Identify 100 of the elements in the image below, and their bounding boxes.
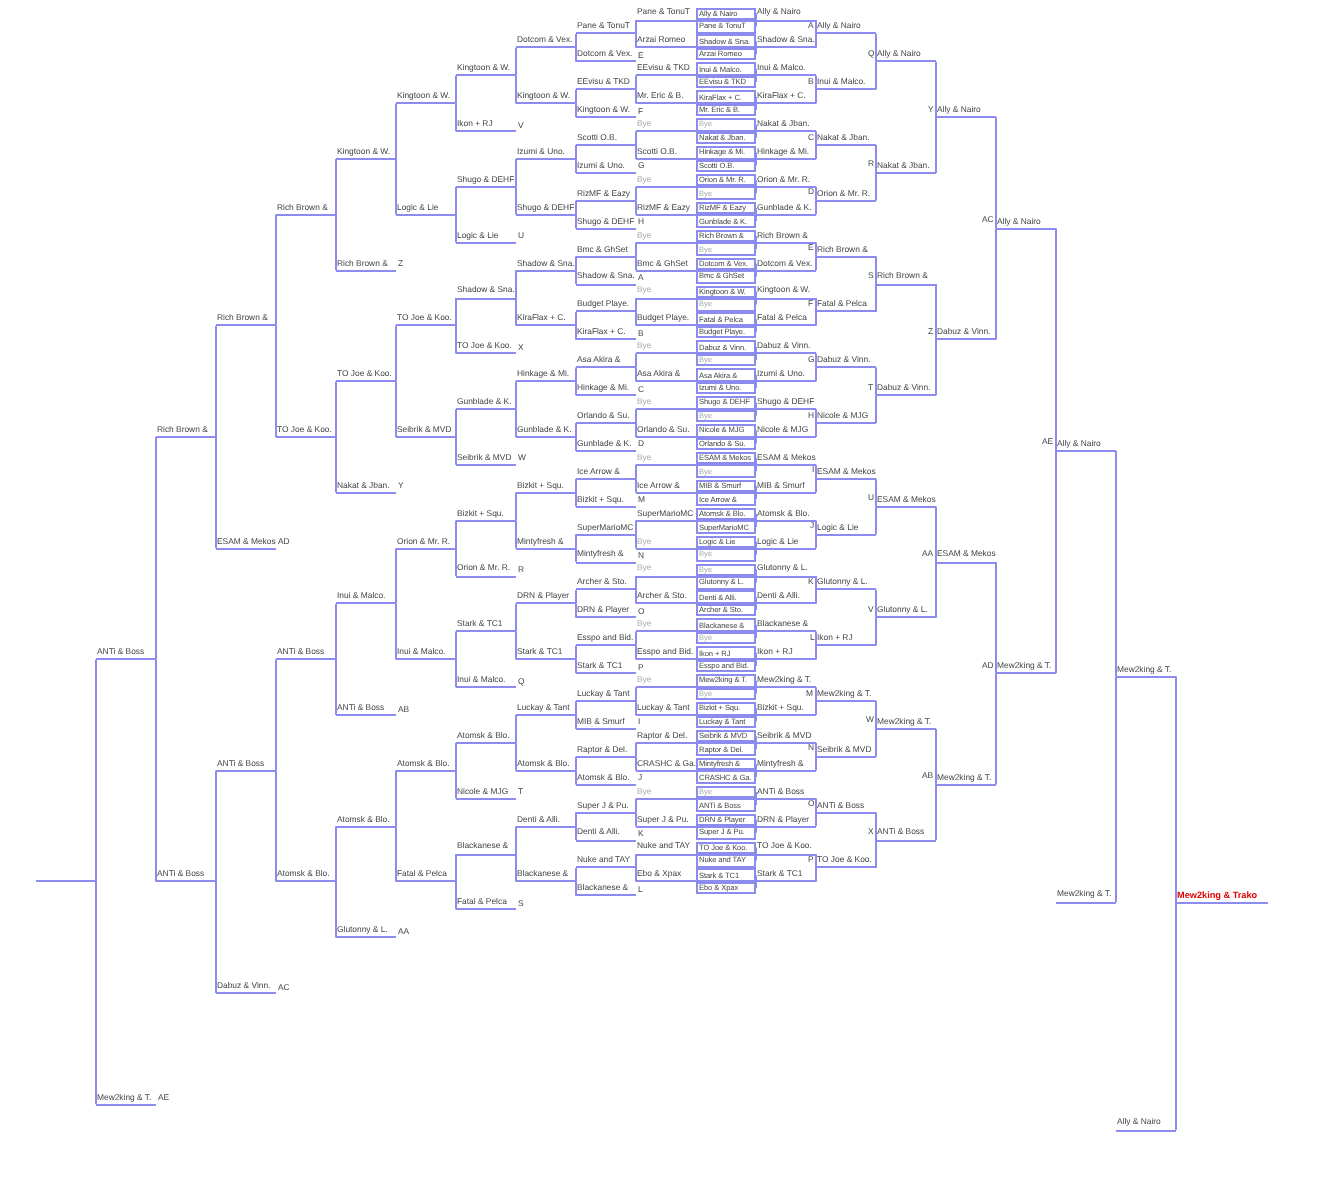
bracket-slot bbox=[456, 897, 516, 911]
bracket-line bbox=[515, 714, 517, 744]
bracket-slot bbox=[636, 619, 696, 633]
bracket-slot bbox=[756, 703, 816, 716]
bracket-line bbox=[635, 700, 637, 716]
team-box bbox=[696, 854, 756, 867]
bracket-line bbox=[815, 185, 817, 202]
bracket-line bbox=[455, 408, 457, 438]
bracket-slot bbox=[636, 730, 696, 744]
bracket-slot bbox=[516, 758, 576, 772]
bracket-line bbox=[815, 853, 817, 869]
bracket-line bbox=[215, 769, 217, 883]
bracket-slot bbox=[636, 425, 696, 438]
bracket-line bbox=[335, 658, 337, 716]
bracket-slot bbox=[336, 369, 396, 383]
bracket-slot bbox=[756, 286, 816, 299]
bracket-slot bbox=[516, 425, 576, 438]
bracket-line bbox=[635, 297, 637, 313]
bracket-line bbox=[935, 561, 937, 619]
team-box bbox=[696, 702, 756, 715]
bracket-line bbox=[815, 130, 817, 147]
bracket-line bbox=[515, 825, 517, 855]
bracket-line bbox=[815, 700, 817, 716]
team-box bbox=[696, 7, 756, 20]
bracket-slot bbox=[636, 202, 696, 216]
bracket-line bbox=[635, 310, 637, 327]
bracket-slot bbox=[816, 77, 876, 91]
team-box bbox=[696, 841, 756, 854]
bracket-slot bbox=[576, 327, 636, 341]
bracket-line bbox=[815, 422, 817, 438]
bracket-line bbox=[95, 880, 97, 1106]
bracket-slot bbox=[516, 313, 576, 327]
bracket-slot bbox=[516, 369, 576, 383]
bracket-slot bbox=[756, 369, 816, 383]
bracket-line bbox=[635, 185, 637, 202]
bracket-slot bbox=[396, 202, 456, 216]
bracket-slot bbox=[216, 981, 276, 994]
bracket-line bbox=[395, 769, 397, 828]
bracket-line bbox=[635, 686, 637, 703]
bracket-slot bbox=[576, 133, 636, 147]
bracket-slot bbox=[456, 619, 516, 633]
team-box bbox=[696, 563, 756, 576]
bracket-line bbox=[995, 116, 997, 230]
bracket-line bbox=[635, 130, 637, 147]
bracket-line bbox=[515, 491, 517, 522]
bracket-line bbox=[635, 853, 637, 869]
bracket-line bbox=[455, 102, 457, 133]
team-box bbox=[696, 118, 756, 132]
bracket-slot bbox=[756, 480, 816, 494]
bracket-slot bbox=[276, 869, 336, 883]
bracket-line bbox=[455, 74, 457, 105]
bracket-slot bbox=[456, 564, 516, 577]
team-box bbox=[696, 90, 756, 104]
bracket-line bbox=[875, 505, 877, 536]
bracket-slot bbox=[756, 564, 816, 577]
bracket-line bbox=[455, 741, 457, 772]
bracket-line bbox=[575, 32, 577, 49]
bracket-slot bbox=[876, 160, 936, 174]
bracket-line bbox=[515, 269, 517, 299]
team-box bbox=[696, 20, 756, 33]
bracket-line bbox=[575, 825, 577, 842]
bracket-line bbox=[875, 700, 877, 730]
bracket-slot bbox=[576, 550, 636, 564]
team-box bbox=[696, 826, 756, 840]
bracket-slot bbox=[816, 299, 876, 313]
bracket-line bbox=[635, 644, 637, 661]
bracket-line bbox=[815, 797, 817, 814]
bracket-line bbox=[575, 380, 577, 397]
team-box bbox=[696, 520, 756, 534]
bracket-slot bbox=[816, 633, 876, 647]
bracket-slot bbox=[1176, 891, 1268, 905]
team-box bbox=[696, 312, 756, 326]
bracket-line bbox=[515, 158, 517, 188]
bracket-slot bbox=[456, 842, 516, 855]
bracket-line bbox=[815, 88, 817, 105]
bracket-line bbox=[575, 769, 577, 786]
bracket-line bbox=[575, 213, 577, 230]
bracket-line bbox=[575, 658, 577, 675]
bracket-line bbox=[455, 213, 457, 244]
bracket-slot bbox=[396, 758, 456, 772]
bracket-line bbox=[515, 380, 517, 411]
bracket-slot bbox=[636, 452, 696, 466]
bracket-slot bbox=[336, 591, 396, 605]
bracket-line bbox=[275, 658, 277, 772]
bracket-slot bbox=[756, 675, 816, 689]
bracket-slot bbox=[636, 258, 696, 272]
team-box bbox=[696, 396, 756, 410]
bracket-line bbox=[635, 366, 637, 383]
bracket-line bbox=[395, 602, 397, 661]
bracket-line bbox=[1055, 227, 1057, 452]
team-box bbox=[696, 535, 756, 549]
bracket-line bbox=[635, 477, 637, 494]
bracket-line bbox=[575, 714, 577, 730]
bracket-slot bbox=[816, 244, 876, 258]
bracket-slot bbox=[756, 786, 816, 800]
team-box bbox=[696, 590, 756, 604]
bracket-line bbox=[875, 839, 877, 869]
bracket-line bbox=[1175, 675, 1177, 905]
bracket-slot bbox=[876, 49, 936, 63]
bracket-line bbox=[635, 588, 637, 605]
